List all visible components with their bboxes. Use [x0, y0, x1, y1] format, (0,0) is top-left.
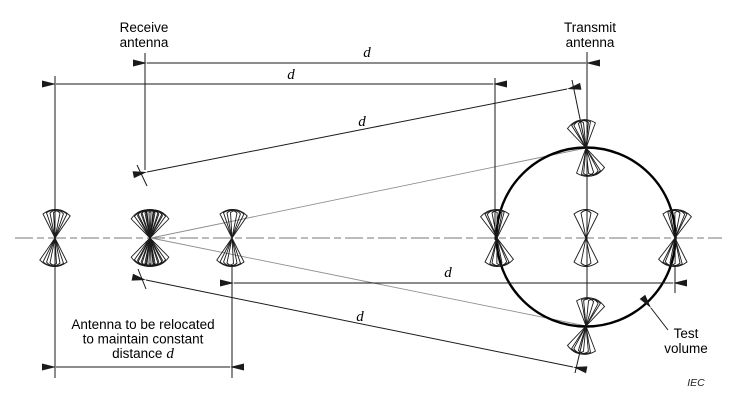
- relocate-note-line1: Antenna to be relocated: [71, 317, 214, 332]
- dimension-label-d-diagonal-upper: d: [358, 114, 366, 130]
- extension-tick-receive-lower: [137, 268, 147, 290]
- receive-antenna-label-line2: antenna: [120, 35, 169, 50]
- dimension-line-d-diagonal-lower: [131, 273, 588, 374]
- relocate-note-line2: to maintain constant: [83, 332, 204, 347]
- dimension-label-d-diagonal-lower: d: [356, 309, 364, 325]
- test-volume-callout-arrow: [639, 294, 669, 331]
- test-volume-label-line2: volume: [664, 341, 708, 356]
- transmit-antenna-label-line2: antenna: [566, 35, 615, 50]
- test-volume-label-line1: Test: [674, 326, 699, 341]
- dimension-line-d-diagonal-upper: [132, 82, 582, 179]
- iec-credit-label: IEC: [687, 377, 705, 389]
- receive-antenna-label-line1: Receive: [120, 20, 169, 35]
- sight-line-to-bottom-antenna: [150, 237, 587, 327]
- sight-line-to-top-antenna: [150, 147, 587, 239]
- transmit-antenna-label-line1: Transmit: [564, 20, 616, 35]
- dimension-label-d-top: d: [363, 45, 371, 61]
- extension-line-bottom-antenna-axis: [574, 325, 587, 374]
- dimension-label-d-second: d: [287, 67, 295, 83]
- dimension-label-d-middle: d: [444, 265, 452, 281]
